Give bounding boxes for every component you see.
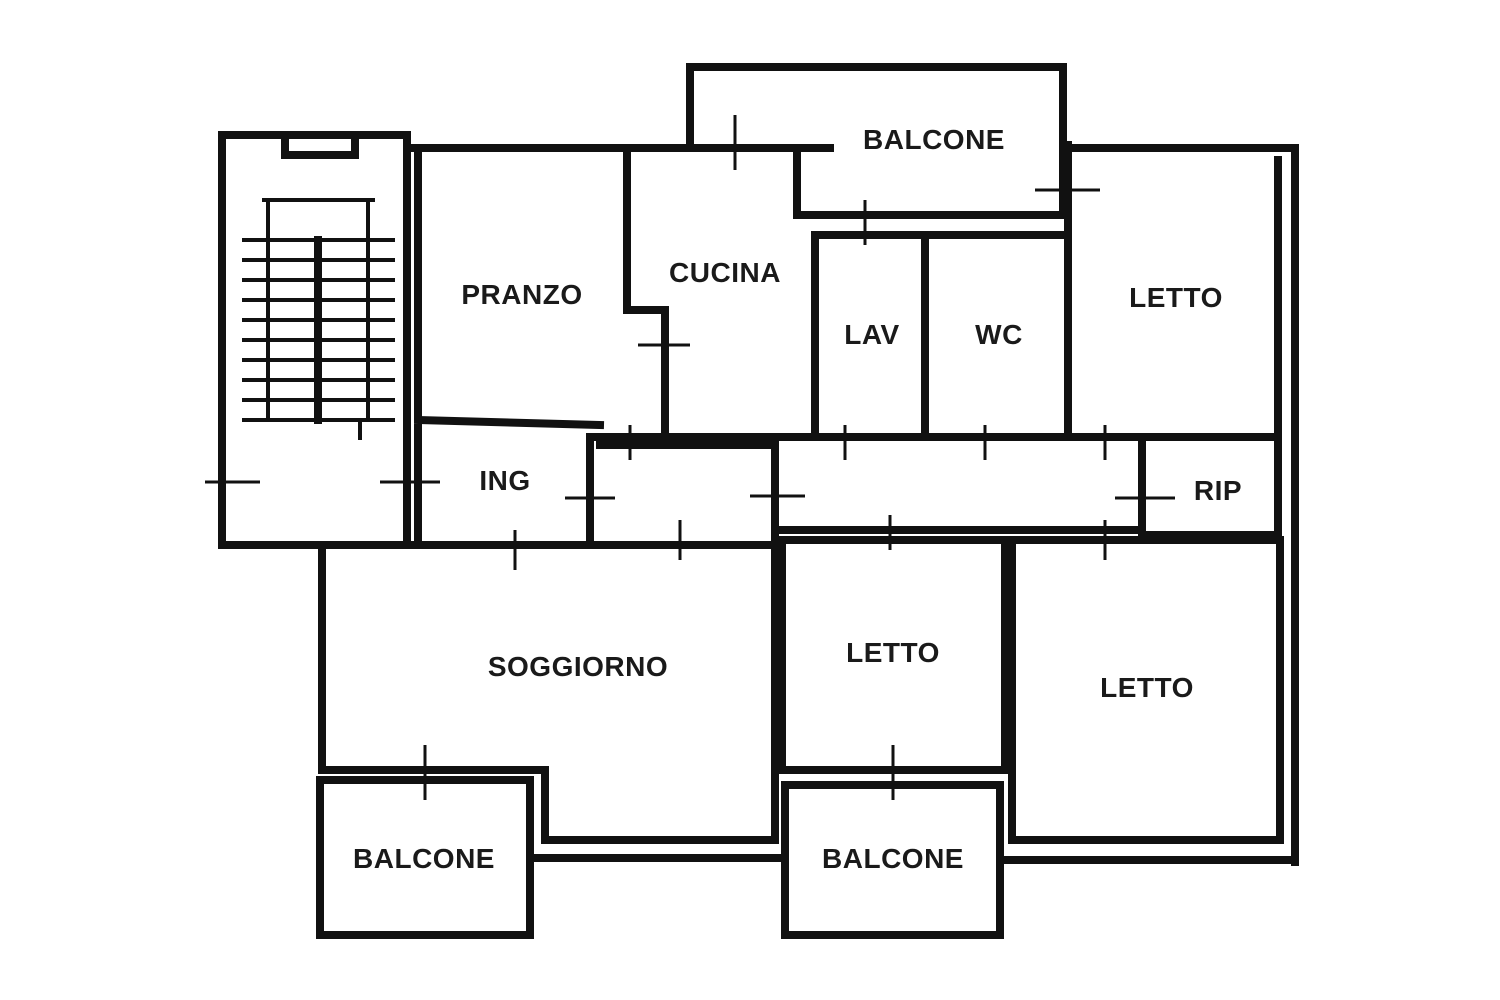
door-marks [205,115,1175,800]
room-label-wc: WC [975,319,1023,350]
room-label-letto-top-right: LETTO [1129,282,1223,313]
room-label-letto-middle: LETTO [846,637,940,668]
room-label-pranzo: PRANZO [461,279,583,310]
room-label-letto-right: LETTO [1100,672,1194,703]
stair-treads [242,198,395,440]
room-label-balcone-top: BALCONE [863,124,1005,155]
room-label-lav: LAV [844,319,900,350]
room-label-cucina: CUCINA [669,257,781,288]
room-label-rip: RIP [1193,475,1243,506]
room-label-ing: ING [479,465,531,496]
room-label-balcone-bottom-left: BALCONE [353,843,495,874]
walls [218,63,1299,939]
room-label-balcone-bottom-middle: BALCONE [822,843,964,874]
room-label-soggiorno: SOGGIORNO [487,651,669,682]
